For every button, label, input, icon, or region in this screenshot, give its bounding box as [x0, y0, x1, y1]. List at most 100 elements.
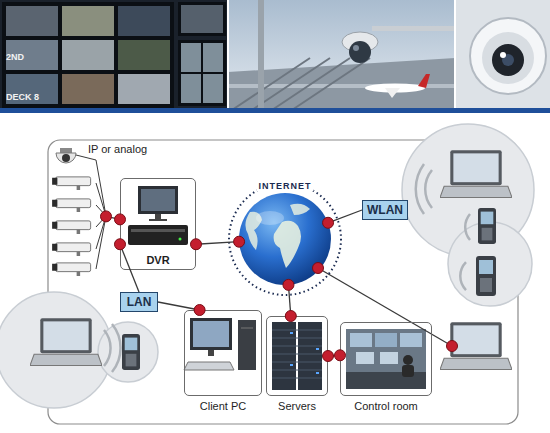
wifi-arcs — [104, 330, 111, 366]
control-room-photo — [346, 329, 426, 389]
server-racks — [272, 322, 296, 390]
wireless-devices — [30, 150, 512, 370]
control-room-photo — [400, 333, 422, 347]
dvr-device — [131, 229, 185, 232]
globe — [274, 221, 301, 268]
node-text: Servers — [255, 400, 339, 412]
photo-banner — [372, 26, 455, 31]
photo-banner — [181, 5, 223, 33]
cameras — [96, 183, 106, 216]
wifi-arcs — [460, 262, 466, 290]
node-text: INTERNET — [257, 181, 314, 191]
client-pc — [208, 350, 214, 356]
wireless-devices — [122, 334, 140, 370]
dvr-box: DVR — [120, 178, 196, 270]
servers-box: Servers — [266, 316, 328, 396]
control-room-photo — [403, 355, 413, 365]
connector-dot — [323, 217, 334, 228]
globe — [239, 193, 331, 285]
server-racks — [272, 354, 322, 355]
globe — [290, 204, 310, 215]
photo-banner — [385, 88, 400, 98]
node-text: Control room — [329, 400, 443, 412]
client-pc — [241, 328, 253, 329]
node-text: IP or analog — [88, 143, 147, 155]
network-link — [120, 244, 139, 292]
wifi-arcs — [112, 324, 121, 372]
wireless-devices — [478, 208, 496, 244]
photo-banner — [500, 52, 506, 58]
connector-dot — [283, 279, 294, 290]
photo-banner — [292, 58, 370, 110]
connector-dot — [115, 239, 126, 250]
photo-banner — [470, 18, 546, 94]
control-room-photo — [346, 329, 426, 389]
server-racks — [272, 378, 322, 379]
photo-banner — [482, 32, 534, 84]
photo-banner — [455, 0, 550, 110]
photo-banner — [178, 40, 226, 106]
node-text: DVR — [121, 254, 195, 266]
dvr-device — [155, 214, 161, 219]
photo-banner — [6, 6, 58, 36]
photo-banner — [232, 58, 310, 110]
diagram-frame — [98, 322, 158, 382]
connector-dot — [335, 350, 346, 361]
photo-banner — [62, 40, 114, 70]
wireless-devices — [440, 150, 512, 197]
wireless-link — [313, 263, 458, 352]
network-link — [196, 242, 239, 245]
photo-banner — [353, 45, 359, 51]
server-racks — [272, 346, 322, 347]
control-room-photo — [346, 372, 426, 389]
lan-box: LAN — [120, 292, 158, 312]
wireless-devices — [440, 322, 512, 369]
cameras — [52, 221, 91, 234]
client-pc — [184, 362, 234, 370]
photo-banner — [454, 0, 456, 108]
connector-dot — [101, 211, 112, 222]
dvr-device — [179, 238, 182, 241]
server-racks — [316, 372, 319, 374]
dvr-device — [128, 225, 188, 245]
connector-dot — [323, 351, 334, 362]
photo-banner — [2, 2, 174, 108]
cameras — [62, 154, 70, 162]
photo-banner — [181, 72, 223, 74]
globe — [256, 211, 284, 225]
wireless-devices — [30, 318, 102, 365]
photo-banner — [228, 0, 455, 110]
wifi-arcs — [465, 214, 470, 240]
server-racks — [272, 362, 322, 363]
control-room-photo — [380, 352, 398, 364]
network-link — [288, 285, 290, 316]
dvr-device — [149, 219, 167, 221]
cameras — [76, 155, 106, 216]
photo-banner — [227, 0, 229, 108]
node-text: Client PC — [173, 400, 273, 412]
control-room-box: Control room — [340, 322, 432, 396]
dvr-device — [128, 186, 188, 245]
control-room-photo — [402, 365, 414, 377]
monitor-caption: DECK 8 — [6, 92, 39, 102]
connector-dot — [234, 236, 245, 247]
connector-dot — [115, 214, 126, 225]
wireless-link — [447, 341, 458, 352]
client-pc — [190, 318, 232, 350]
server-racks — [272, 330, 322, 378]
photo-banner — [62, 74, 114, 104]
globe-outline — [222, 176, 348, 302]
photo-banner — [118, 6, 170, 36]
cameras — [52, 148, 106, 276]
connector-dot — [285, 311, 296, 322]
client-pc — [193, 321, 229, 347]
node-text: LAN — [127, 295, 152, 309]
photo-banner — [0, 108, 550, 113]
server-racks — [272, 338, 322, 339]
control-room-photo — [350, 333, 372, 347]
photo-banner — [349, 41, 371, 63]
globe — [239, 193, 331, 285]
